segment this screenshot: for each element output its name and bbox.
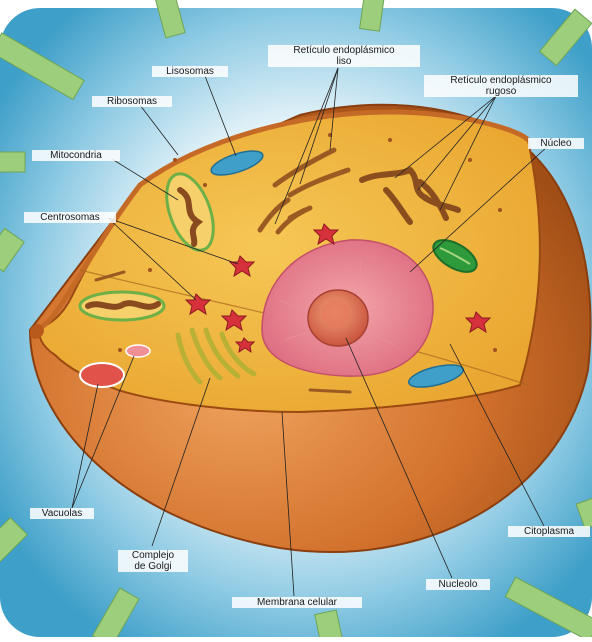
- nucleolus-core: [322, 300, 350, 328]
- label-complejo-golgi: Complejo de Golgi: [118, 550, 188, 572]
- label-ribosomas: Ribosomas: [92, 96, 172, 107]
- label-reticulo-rugoso-line2: rugoso: [427, 86, 575, 97]
- label-centrosomas: Centrosomas: [24, 212, 116, 223]
- label-membrana-celular: Membrana celular: [232, 597, 362, 608]
- label-citoplasma: Citoplasma: [508, 526, 590, 537]
- label-lisosomas: Lisosomas: [152, 66, 228, 77]
- label-complejo-golgi-line2: de Golgi: [121, 561, 185, 572]
- label-nucleo: Núcleo: [528, 138, 584, 149]
- label-reticulo-liso-line1: Retículo endoplásmico: [271, 45, 417, 56]
- vacuole: [80, 363, 124, 387]
- label-reticulo-rugoso-line1: Retículo endoplásmico: [427, 75, 575, 86]
- label-complejo-golgi-line1: Complejo: [121, 550, 185, 561]
- label-reticulo-rugoso: Retículo endoplásmico rugoso: [424, 75, 578, 97]
- label-reticulo-liso: Retículo endoplásmico liso: [268, 45, 420, 67]
- label-vacuolas: Vacuolas: [30, 508, 94, 519]
- label-mitocondria: Mitocondria: [32, 150, 120, 161]
- label-nucleolo: Nucleolo: [426, 579, 490, 590]
- vacuole: [126, 345, 150, 357]
- label-reticulo-liso-line2: liso: [271, 56, 417, 67]
- frame-stick: [0, 152, 25, 172]
